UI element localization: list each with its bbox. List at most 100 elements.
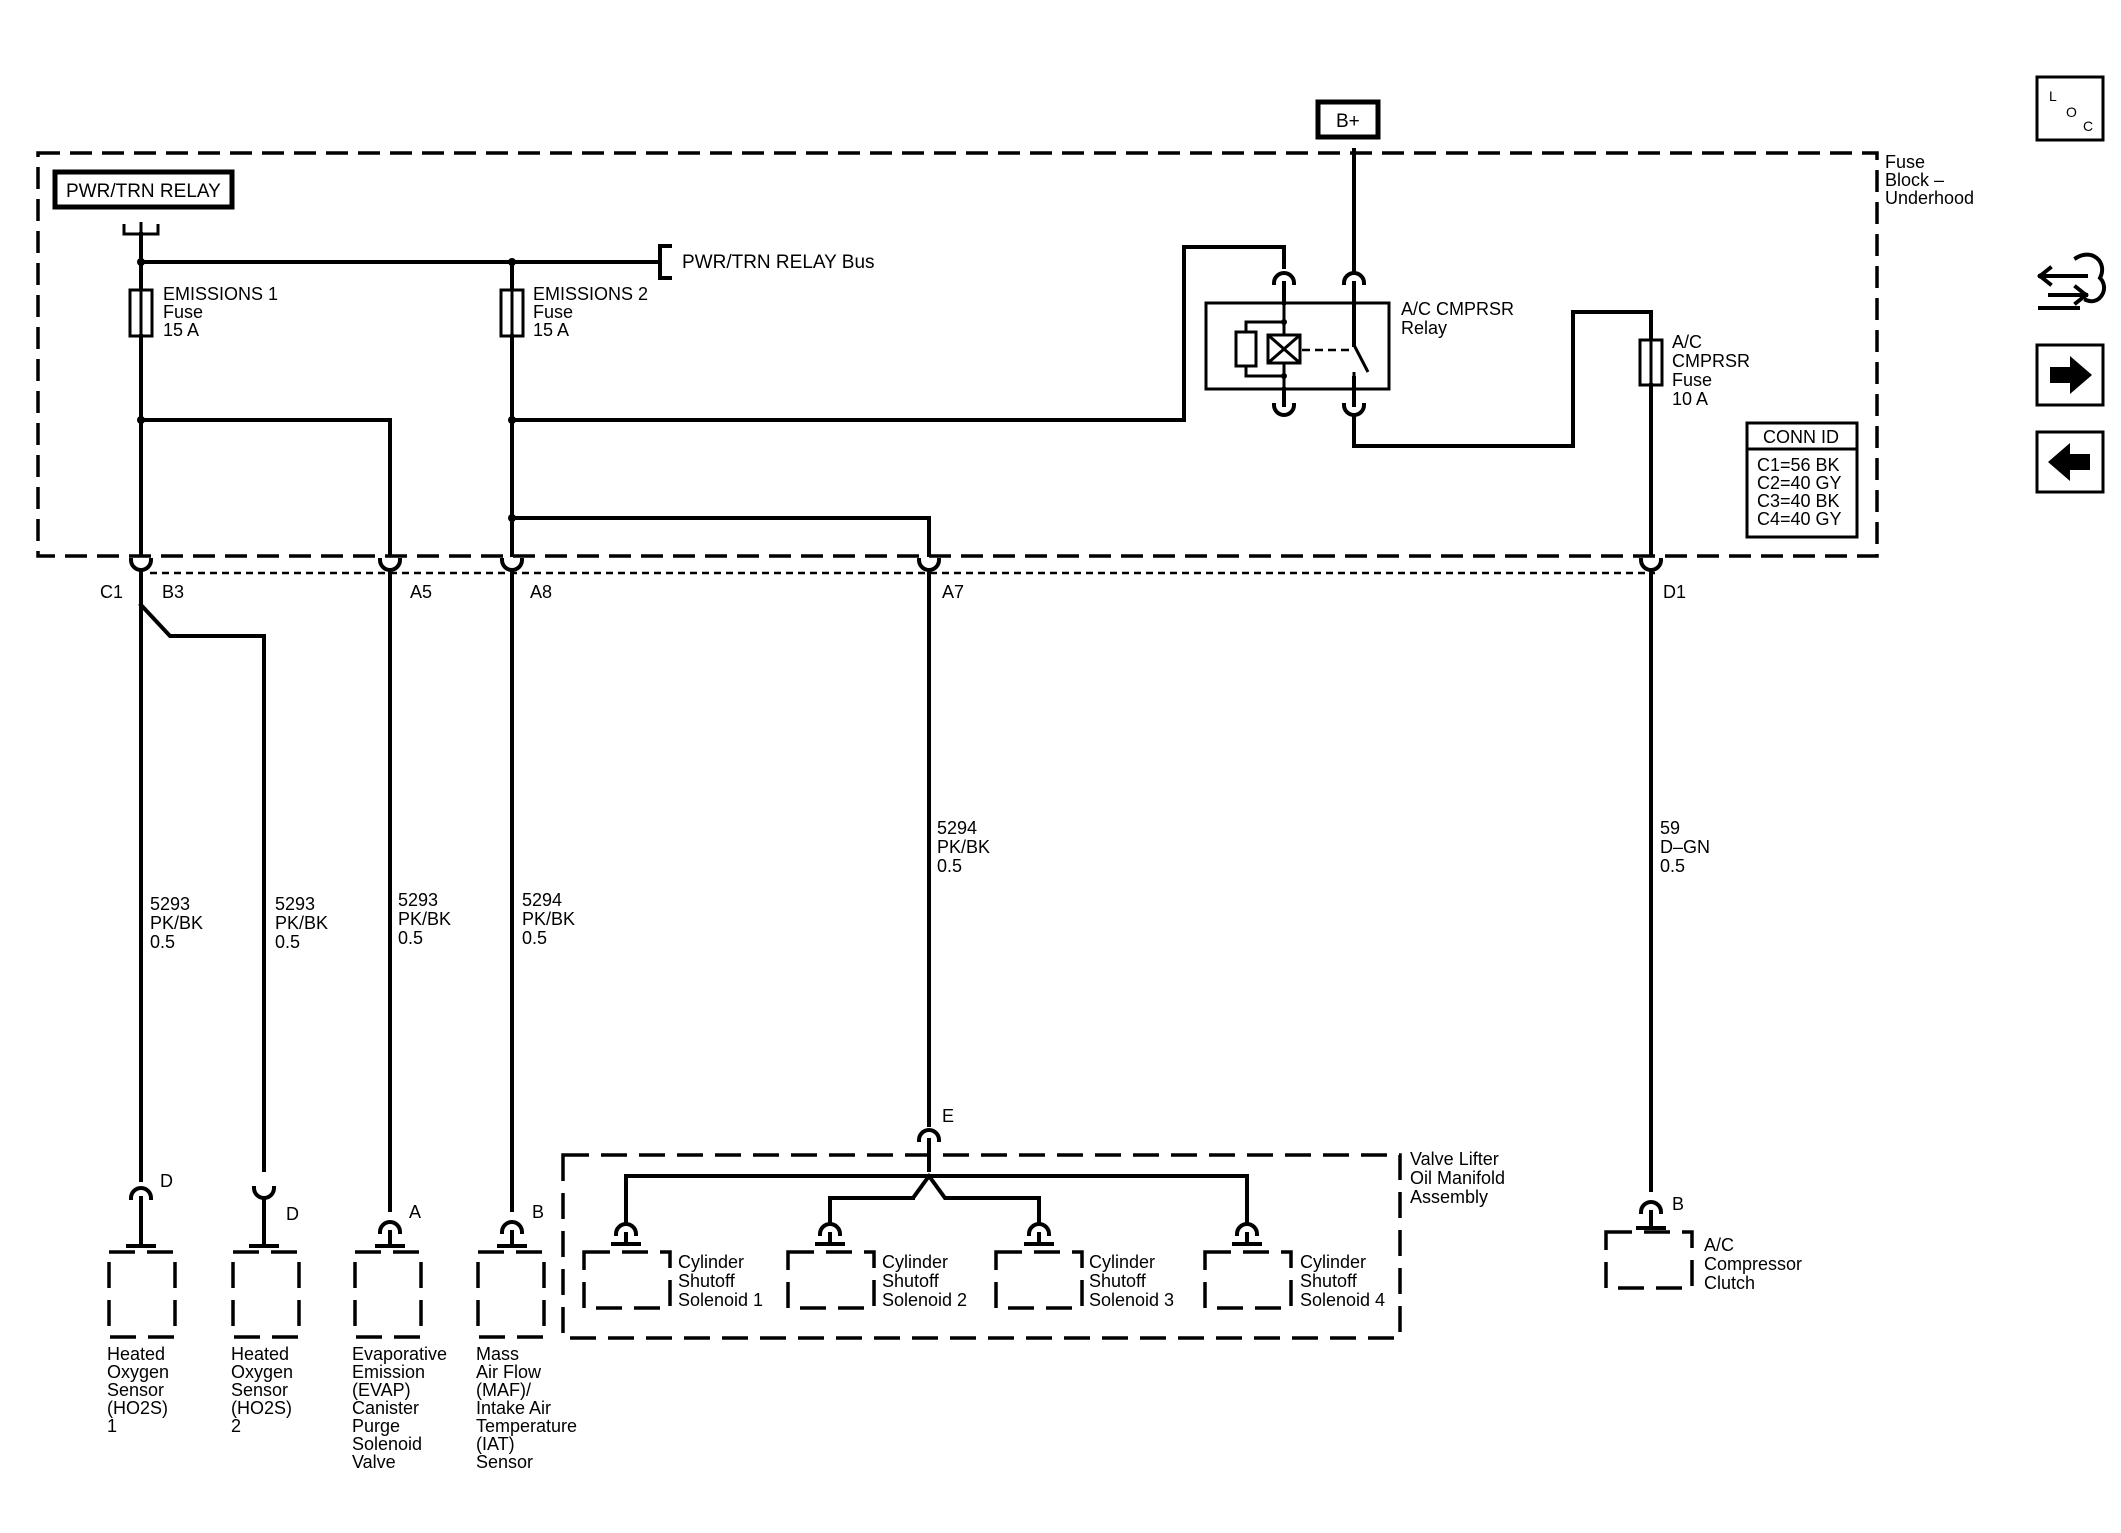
wire-ho2s2 (138, 602, 266, 1172)
relay-bus-label: PWR/TRN RELAY Bus (682, 252, 875, 273)
emissions-2-a7-branch-wire (510, 516, 931, 557)
loc-icon: L O C (2049, 88, 2093, 134)
maf-iat-sensor: B Mass Air Flow (MAF)/ Intake Air Temper… (476, 1202, 577, 1472)
svg-text:C2=40 GY: C2=40 GY (1757, 473, 1842, 493)
svg-text:C1=56 BK: C1=56 BK (1757, 455, 1840, 475)
svg-text:Solenoid 2: Solenoid 2 (882, 1290, 967, 1310)
emissions-1-branch-wire (139, 418, 392, 557)
fuse-block-terminals (128, 557, 1664, 572)
svg-text:B3: B3 (162, 582, 184, 602)
relay-bus-wire (139, 232, 662, 264)
svg-text:Evaporative: Evaporative (352, 1344, 447, 1364)
ho2s-1-sensor: D Heated Oxygen Sensor (HO2S) 1 (107, 1171, 177, 1436)
svg-text:Fuse: Fuse (533, 302, 573, 322)
connector-info-button[interactable] (2037, 252, 2106, 310)
svg-text:Fuse: Fuse (163, 302, 203, 322)
connector-id-table: CONN ID C1=56 BK C2=40 GY C3=40 BK C4=40… (1745, 421, 1859, 539)
svg-text:E: E (942, 1106, 954, 1126)
svg-text:15 A: 15 A (533, 320, 569, 340)
svg-text:(EVAP): (EVAP) (352, 1380, 411, 1400)
svg-text:5293: 5293 (150, 894, 190, 914)
svg-text:Air Flow: Air Flow (476, 1362, 542, 1382)
svg-text:C4=40 GY: C4=40 GY (1757, 509, 1842, 529)
wire-label-evap: 5293 PK/BK 0.5 (398, 890, 451, 948)
svg-text:1: 1 (107, 1416, 117, 1436)
svg-text:D1: D1 (1663, 582, 1686, 602)
svg-text:A: A (409, 1202, 421, 1222)
svg-text:2: 2 (231, 1416, 241, 1436)
svg-text:5294: 5294 (522, 890, 562, 910)
ac-compressor-relay: A/C CMPRSR Relay (1204, 148, 1514, 417)
fuse-block-enclosure (36, 151, 1879, 558)
ac-compressor-fuse: A/C CMPRSR Fuse 10 A (1638, 332, 1750, 557)
svg-text:0.5: 0.5 (937, 856, 962, 876)
svg-text:Cylinder: Cylinder (1089, 1252, 1155, 1272)
next-page-button[interactable] (2035, 343, 2105, 407)
svg-text:0.5: 0.5 (398, 928, 423, 948)
previous-arrow-icon (2048, 443, 2090, 481)
svg-text:Solenoid 3: Solenoid 3 (1089, 1290, 1174, 1310)
svg-text:(IAT): (IAT) (476, 1434, 515, 1454)
svg-text:Intake Air: Intake Air (476, 1398, 551, 1418)
svg-text:5293: 5293 (275, 894, 315, 914)
cylinder-shutoff-solenoid-3: Cylinder Shutoff Solenoid 3 (994, 1250, 1174, 1310)
svg-text:Emission: Emission (352, 1362, 425, 1382)
svg-text:Solenoid: Solenoid (352, 1434, 422, 1454)
svg-text:PK/BK: PK/BK (937, 837, 990, 857)
svg-text:15 A: 15 A (163, 320, 199, 340)
svg-text:B+: B+ (1336, 111, 1360, 132)
svg-text:Oxygen: Oxygen (231, 1362, 293, 1382)
svg-text:PWR/TRN RELAY: PWR/TRN RELAY (66, 181, 221, 202)
wire-label-ho2s1: 5293 PK/BK 0.5 (150, 894, 203, 952)
svg-text:Block –: Block – (1885, 170, 1944, 190)
loc-button[interactable]: L O C (2035, 75, 2105, 142)
svg-text:Relay: Relay (1401, 318, 1447, 338)
svg-text:59: 59 (1660, 818, 1680, 838)
svg-text:5294: 5294 (937, 818, 977, 838)
emissions-1-fuse: EMISSIONS 1 Fuse 15 A (128, 260, 278, 557)
previous-page-button[interactable] (2035, 430, 2105, 494)
svg-text:Fuse: Fuse (1672, 370, 1712, 390)
svg-text:Temperature: Temperature (476, 1416, 577, 1436)
svg-text:PK/BK: PK/BK (398, 909, 451, 929)
svg-text:Sensor: Sensor (107, 1380, 164, 1400)
svg-text:Compressor: Compressor (1704, 1254, 1802, 1274)
svg-text:Oil Manifold: Oil Manifold (1410, 1168, 1505, 1188)
svg-text:A7: A7 (942, 582, 964, 602)
ac-compressor-clutch: B A/C Compressor Clutch (1604, 1194, 1802, 1293)
next-arrow-icon (2050, 356, 2092, 394)
svg-text:Heated: Heated (231, 1344, 289, 1364)
svg-text:Heated: Heated (107, 1344, 165, 1364)
svg-text:Clutch: Clutch (1704, 1273, 1755, 1293)
svg-text:CMPRSR: CMPRSR (1672, 351, 1750, 371)
pwr-trn-relay-box: PWR/TRN RELAY (52, 169, 235, 210)
svg-text:Purge: Purge (352, 1416, 400, 1436)
relay-coil-feed-wire (510, 245, 1286, 422)
svg-text:0.5: 0.5 (150, 932, 175, 952)
svg-text:B: B (532, 1202, 544, 1222)
svg-text:L: L (2049, 88, 2057, 104)
svg-text:Valve Lifter: Valve Lifter (1410, 1149, 1499, 1169)
wire-label-valve-lifter: 5294 PK/BK 0.5 (937, 818, 990, 876)
valve-lifter-oil-manifold-assembly: E Valve Lifter Oil Manifold Assembly (561, 1106, 1505, 1340)
svg-text:0.5: 0.5 (275, 932, 300, 952)
svg-text:(HO2S): (HO2S) (107, 1398, 168, 1418)
svg-text:(HO2S): (HO2S) (231, 1398, 292, 1418)
svg-text:Shutoff: Shutoff (1300, 1271, 1358, 1291)
svg-text:Oxygen: Oxygen (107, 1362, 169, 1382)
connector-info-icon (2037, 252, 2106, 310)
relay-bus-terminal (658, 244, 672, 280)
svg-text:PK/BK: PK/BK (275, 913, 328, 933)
svg-text:Mass: Mass (476, 1344, 519, 1364)
svg-text:0.5: 0.5 (1660, 856, 1685, 876)
svg-text:0.5: 0.5 (522, 928, 547, 948)
svg-text:10 A: 10 A (1672, 389, 1708, 409)
svg-text:Solenoid 1: Solenoid 1 (678, 1290, 763, 1310)
svg-text:5293: 5293 (398, 890, 438, 910)
svg-text:A8: A8 (530, 582, 552, 602)
svg-text:Shutoff: Shutoff (882, 1271, 940, 1291)
svg-text:CONN ID: CONN ID (1763, 427, 1839, 447)
svg-text:D: D (286, 1204, 299, 1224)
svg-text:B: B (1672, 1194, 1684, 1214)
svg-text:A/C: A/C (1704, 1235, 1734, 1255)
